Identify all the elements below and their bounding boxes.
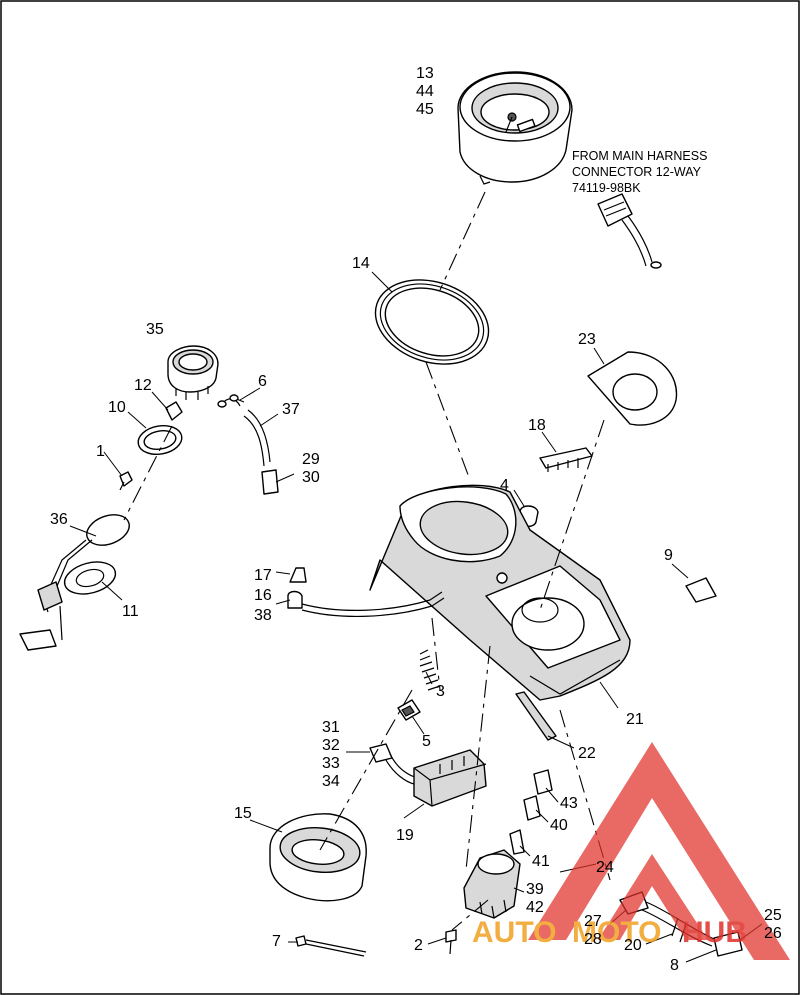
callout-41: 41 bbox=[532, 853, 550, 870]
spring bbox=[419, 649, 441, 691]
callout-8: 8 bbox=[670, 957, 679, 974]
screw bbox=[119, 471, 133, 491]
callout-33: 33 bbox=[322, 755, 340, 772]
callout-44: 44 bbox=[416, 83, 434, 100]
callout-40: 40 bbox=[550, 817, 568, 834]
callout-37: 37 bbox=[282, 401, 300, 418]
callout-10: 10 bbox=[108, 399, 126, 416]
callout-23: 23 bbox=[578, 331, 596, 348]
callout-43: 43 bbox=[560, 795, 578, 812]
callout-35: 35 bbox=[146, 321, 164, 338]
switch-assembly bbox=[369, 743, 487, 807]
callout-42: 42 bbox=[526, 899, 544, 916]
speedometer bbox=[457, 71, 573, 185]
bulb-socket-harness bbox=[287, 567, 445, 617]
callout-39: 39 bbox=[526, 881, 544, 898]
callout-34: 34 bbox=[322, 773, 340, 790]
callout-24: 24 bbox=[596, 859, 614, 876]
callout-6: 6 bbox=[258, 373, 267, 390]
button-cap bbox=[397, 699, 421, 721]
callout-12: 12 bbox=[134, 377, 152, 394]
callout-32: 32 bbox=[322, 737, 340, 754]
lamp-harness bbox=[217, 394, 279, 495]
callout-20: 20 bbox=[624, 937, 642, 954]
callout-13: 13 bbox=[416, 65, 434, 82]
callout-2: 2 bbox=[414, 937, 423, 954]
console-housing bbox=[369, 484, 631, 701]
callout-9: 9 bbox=[664, 547, 673, 564]
callout-36: 36 bbox=[50, 511, 68, 528]
screw-small bbox=[445, 929, 457, 955]
callout-25: 25 bbox=[764, 907, 782, 924]
callout-45: 45 bbox=[416, 101, 434, 118]
callout-11: 11 bbox=[122, 603, 139, 620]
callout-30: 30 bbox=[302, 469, 320, 486]
callout-14: 14 bbox=[352, 255, 370, 272]
callout-17: 17 bbox=[254, 567, 272, 584]
watermark-moto: MOTO bbox=[572, 916, 661, 949]
callout-labels: 13 44 45 14 23 35 6 37 12 10 1 29 30 18 … bbox=[50, 65, 782, 974]
fuel-level-sender bbox=[19, 514, 130, 651]
callout-15: 15 bbox=[234, 805, 252, 822]
callout-5: 5 bbox=[422, 733, 431, 750]
bulb-and-grommet bbox=[137, 401, 183, 456]
indicator-lamp-housing bbox=[167, 345, 219, 400]
callout-27: 27 bbox=[584, 913, 602, 930]
callout-29: 29 bbox=[302, 451, 320, 468]
watermark-logo: AUTO MOTO HUB bbox=[472, 742, 790, 960]
harness-note: FROM MAIN HARNESS CONNECTOR 12-WAY 74119… bbox=[572, 149, 707, 195]
mounting-ring bbox=[269, 813, 367, 902]
callout-26: 26 bbox=[764, 925, 782, 942]
cable-tie bbox=[295, 935, 367, 957]
decal bbox=[587, 351, 678, 426]
callout-1: 1 bbox=[96, 443, 105, 460]
callout-19: 19 bbox=[396, 827, 414, 844]
callout-18: 18 bbox=[528, 417, 546, 434]
callout-3: 3 bbox=[436, 683, 445, 700]
watermark-auto: AUTO bbox=[472, 916, 556, 949]
callout-7: 7 bbox=[272, 933, 281, 950]
ignition-switch bbox=[463, 849, 521, 919]
callout-28: 28 bbox=[584, 931, 602, 948]
callout-31: 31 bbox=[322, 719, 340, 736]
callout-22: 22 bbox=[578, 745, 596, 762]
watermark-hub: HUB bbox=[682, 916, 747, 949]
switch-bracket bbox=[539, 447, 593, 472]
note-line-3: 74119-98BK bbox=[572, 181, 641, 195]
ignition-bracket bbox=[509, 769, 553, 855]
callout-38: 38 bbox=[254, 607, 272, 624]
note-line-1: FROM MAIN HARNESS bbox=[572, 149, 707, 163]
callout-21: 21 bbox=[626, 711, 644, 728]
lens bbox=[515, 691, 557, 741]
callout-4: 4 bbox=[500, 477, 509, 494]
main-harness-connector bbox=[597, 193, 662, 269]
clip bbox=[685, 577, 717, 603]
gasket bbox=[374, 279, 490, 365]
callout-16: 16 bbox=[254, 587, 272, 604]
note-line-2: CONNECTOR 12-WAY bbox=[572, 165, 702, 179]
